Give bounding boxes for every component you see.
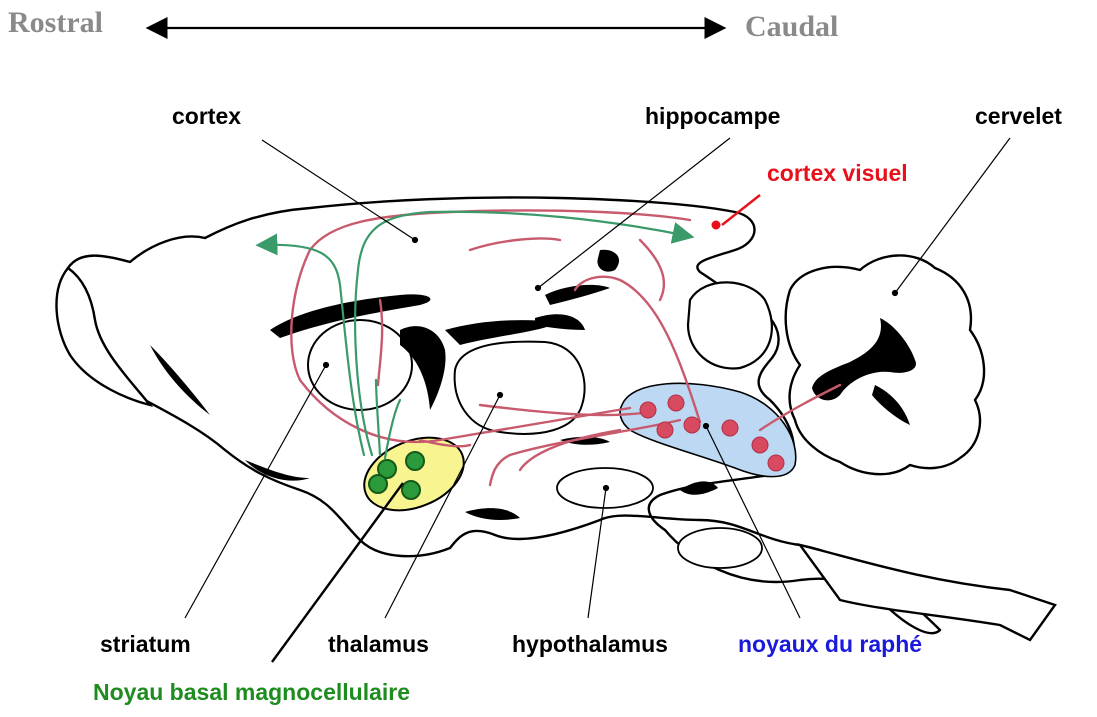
hypothalamus-label: hypothalamus	[512, 631, 668, 658]
cervelet-label: cervelet	[975, 103, 1062, 130]
cortex-label: cortex	[172, 103, 241, 130]
noyaux-raphe-label: noyaux du raphé	[738, 631, 922, 658]
striatum-label: striatum	[100, 631, 191, 658]
colliculus	[688, 282, 772, 368]
cortex-visuel-label: cortex visuel	[767, 160, 908, 187]
hippocampe-label: hippocampe	[645, 103, 780, 130]
cortex-visuel-dot	[712, 221, 721, 230]
pons-oval	[678, 528, 762, 568]
thalamus-label: thalamus	[328, 631, 429, 658]
noyau-basal-label: Noyau basal magnocellulaire	[93, 679, 410, 706]
